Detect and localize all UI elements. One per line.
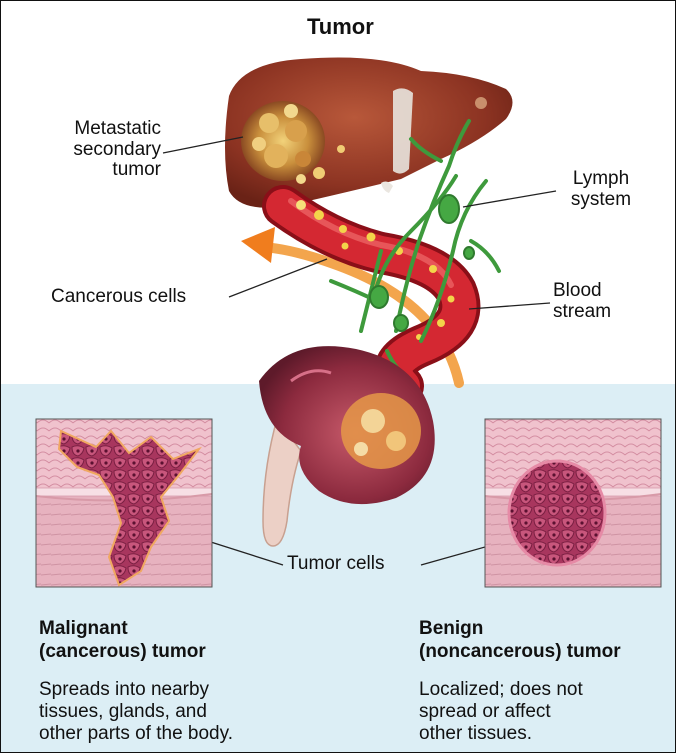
label-cancerous-cells: Cancerous cells <box>51 287 186 308</box>
label-blood-stream: Blood stream <box>553 281 611 322</box>
label-metastatic-tumor: Metastatic secondary tumor <box>27 119 161 181</box>
benign-description: Localized; does not spread or affect oth… <box>419 679 583 745</box>
label-tumor-cells: Tumor cells <box>287 554 384 575</box>
kidney <box>259 346 435 546</box>
benign-heading: Benign (noncancerous) tumor <box>419 617 621 663</box>
figure-title: Tumor <box>307 15 374 39</box>
malignant-description: Spreads into nearby tissues, glands, and… <box>39 679 233 745</box>
malignant-tissue-illustration <box>36 419 212 587</box>
malignant-heading: Malignant (cancerous) tumor <box>39 617 206 663</box>
label-lymph-system: Lymph system <box>553 169 649 210</box>
benign-tissue-illustration <box>485 419 661 587</box>
